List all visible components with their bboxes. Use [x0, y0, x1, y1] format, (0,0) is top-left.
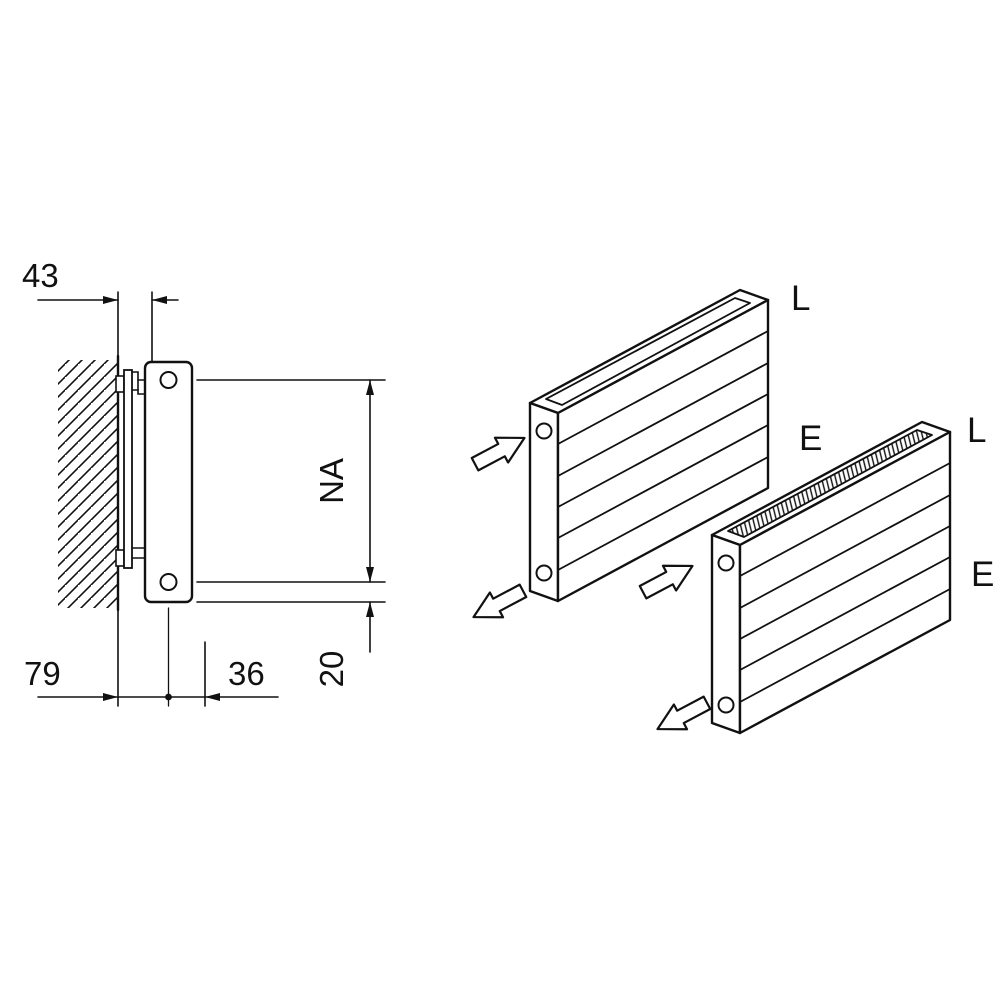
front-slat-lines	[739, 462, 951, 703]
dimension-43-label: 43	[22, 257, 59, 294]
bracket-hook-upper	[131, 371, 146, 381]
dimension-43: 43	[22, 257, 179, 363]
flow-out-arrow	[472, 583, 528, 619]
arrowhead-up	[366, 380, 374, 395]
flow-in-arrow	[638, 564, 694, 600]
flow-in-arrow	[470, 436, 526, 472]
wall-anchor-bottom	[115, 549, 125, 567]
radiator-iso-grille-top: L E	[638, 411, 994, 735]
radiator-open-label-e: E	[799, 419, 822, 458]
pipe-boss-top	[535, 422, 553, 440]
mounting-bracket	[115, 369, 146, 569]
pipe-boss-bottom	[717, 696, 735, 714]
pipe-connection-bottom	[159, 573, 178, 591]
arrowhead-left	[152, 296, 167, 304]
dimension-na-label: NA	[313, 458, 350, 504]
arrowhead-right	[103, 693, 118, 701]
radiator-grille-label-e: E	[971, 555, 994, 594]
pipe-connection-top	[159, 371, 178, 389]
dimension-20-label: 20	[313, 651, 350, 688]
arrowhead-down	[366, 567, 374, 582]
front-slat-lines	[557, 330, 769, 571]
arrowhead-left	[205, 693, 220, 701]
radiator-top-grille	[727, 429, 933, 538]
dimension-20: 20	[196, 601, 386, 688]
dimension-79-36: 79 36	[24, 607, 279, 707]
radiator-grille-label-l: L	[967, 411, 986, 450]
dimension-na: NA	[196, 379, 386, 583]
side-view-drawing: 43 NA 20 79 36	[22, 257, 386, 707]
radiator-iso-open-top: L E	[470, 279, 822, 619]
arrowhead-up	[366, 602, 374, 617]
wall-anchor-top	[115, 375, 125, 393]
flow-out-arrow	[656, 695, 712, 731]
chain-dimension-dot	[165, 693, 172, 701]
radiator-profile	[143, 360, 194, 604]
pipe-boss-bottom	[535, 564, 553, 582]
radiator-top-opening	[545, 297, 751, 406]
isometric-views: L E L E	[470, 279, 994, 735]
bracket-rail	[123, 369, 133, 569]
pipe-boss-top	[717, 554, 735, 572]
radiator-open-label-l: L	[791, 279, 810, 318]
bracket-hook-lower	[131, 389, 146, 395]
dimension-79-label: 79	[24, 655, 61, 692]
arrowhead-right	[103, 296, 118, 304]
dimension-36-label: 36	[228, 655, 265, 692]
wall-hatch	[58, 360, 118, 608]
